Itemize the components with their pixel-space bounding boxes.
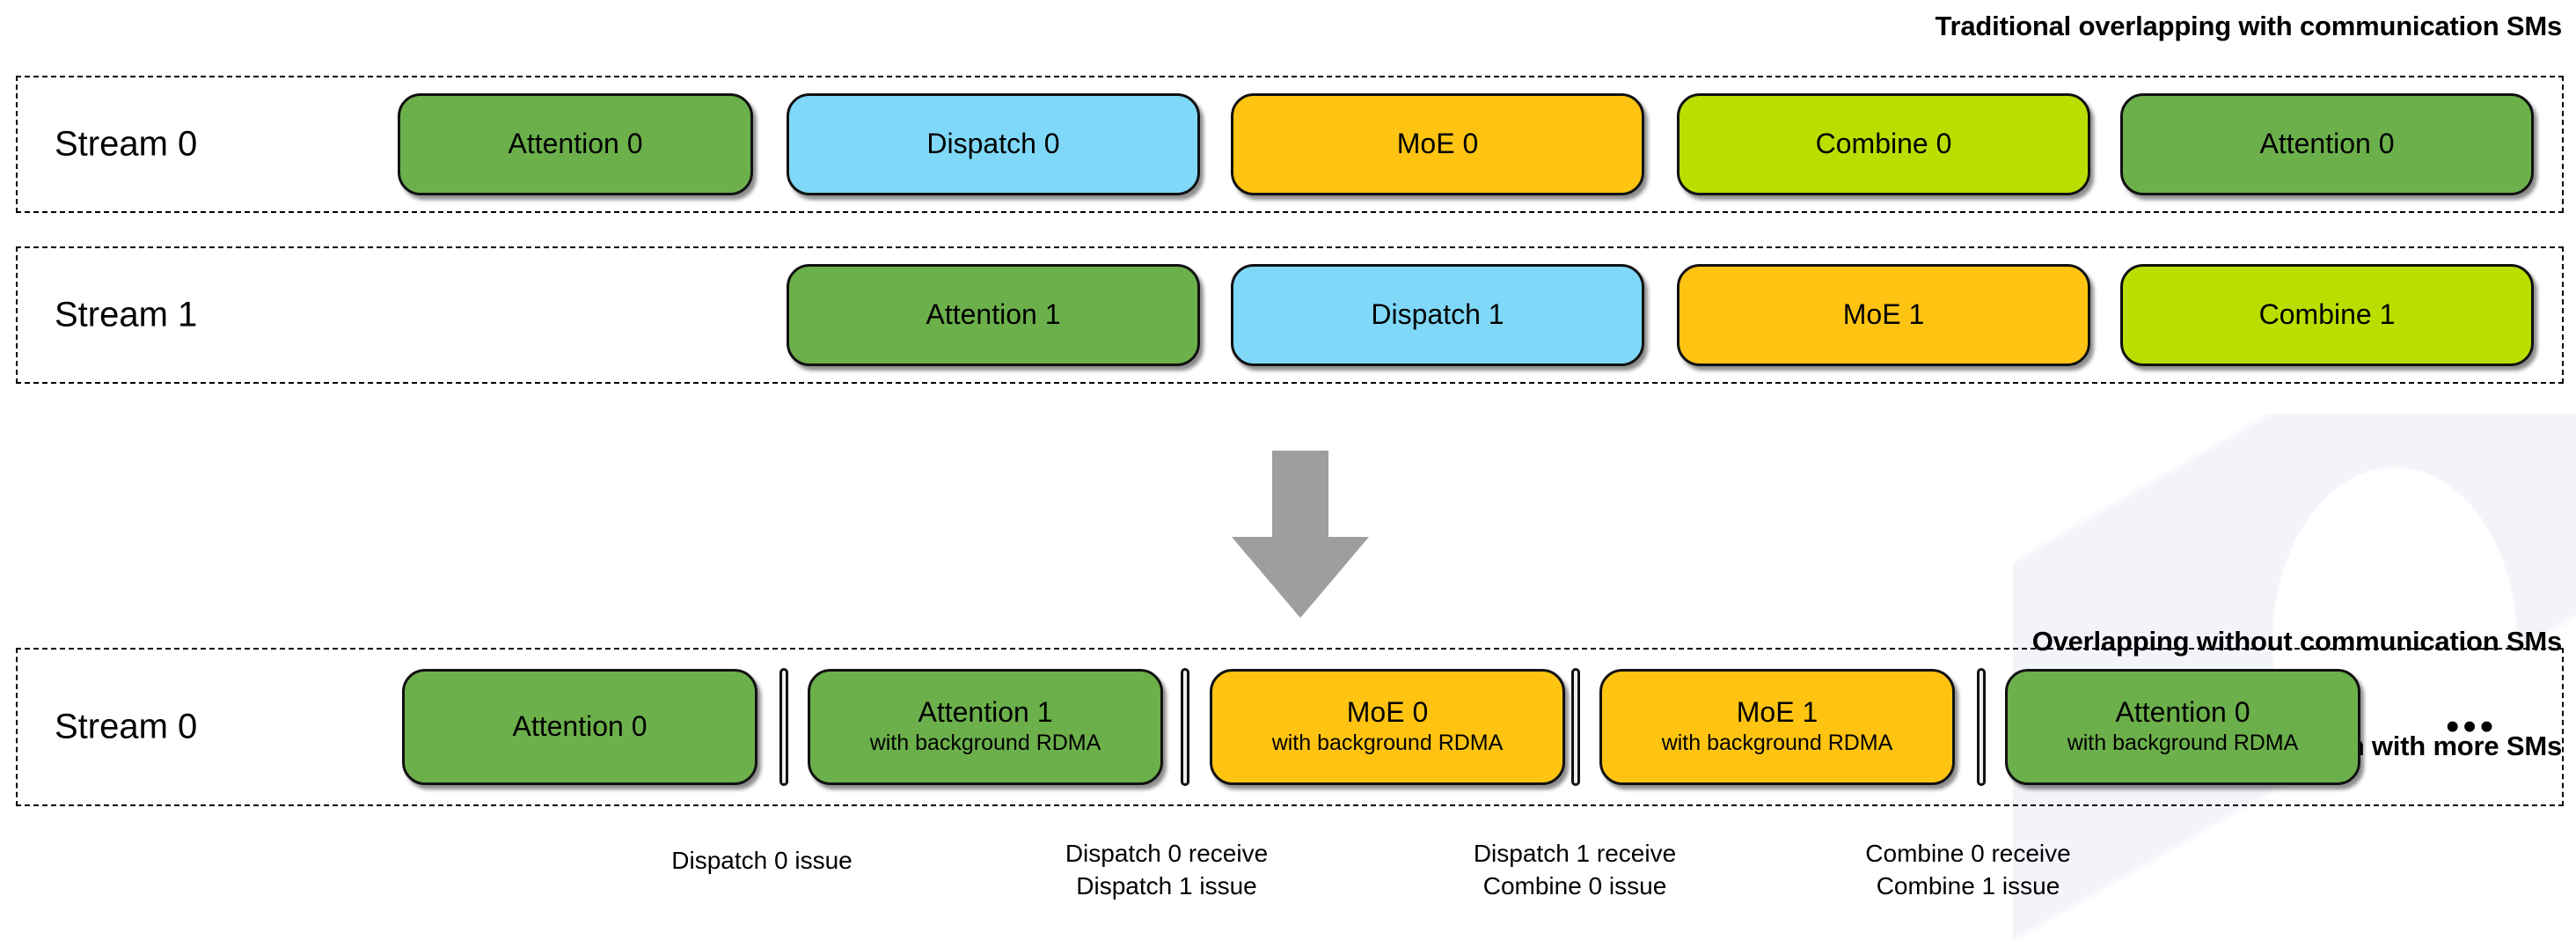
lane-stream-0-optimized: Stream 0 Attention 0 Attention 1 with back…	[16, 648, 2564, 806]
track-stream-0-optimized: Attention 0 Attention 1 with background RD…	[18, 650, 2562, 804]
block-separator	[1571, 668, 1580, 786]
timeline-note: Dispatch 0 receive Dispatch 1 issue	[1065, 840, 1269, 900]
lane-label-stream-0-traditional: Stream 0	[55, 124, 198, 164]
track-stream-1-traditional: Attention 1 Dispatch 1 MoE 1 Combine 1	[18, 248, 2562, 382]
block-moe-0[interactable]: MoE 0	[1231, 93, 1644, 195]
block-title: Attention 0	[512, 710, 648, 743]
block-separator	[1181, 668, 1189, 786]
block-title: MoE 0	[1346, 695, 1429, 728]
block-title: Attention 0	[2259, 128, 2395, 160]
lane-stream-1-traditional: Stream 1 Attention 1 Dispatch 1 MoE 1 Combi…	[16, 246, 2564, 384]
block-title: Attention 1	[926, 298, 1061, 331]
block-title: MoE 1	[1842, 298, 1925, 331]
lane-label-stream-1-traditional: Stream 1	[55, 295, 198, 334]
block-subtitle: with background RDMA	[1661, 731, 1893, 756]
block-moe-1[interactable]: MoE 1	[1677, 264, 2090, 366]
block-title: Attention 1	[918, 695, 1053, 728]
block-title: Dispatch 1	[1371, 298, 1504, 331]
block-subtitle: with background RDMA	[2067, 731, 2299, 756]
lane-stream-0-traditional: Stream 0 Attention 0 Dispatch 0 MoE 0 Combi…	[16, 76, 2564, 213]
block-separator	[1977, 668, 1986, 786]
block-attention-0[interactable]: Attention 0	[402, 669, 757, 785]
block-attention-0[interactable]: Attention 0	[2120, 93, 2534, 195]
block-title: Dispatch 0	[926, 128, 1060, 160]
block-combine-1[interactable]: Combine 1	[2120, 264, 2534, 366]
block-moe-1[interactable]: MoE 1 with background RDMA	[1599, 669, 1955, 785]
block-title: Combine 1	[2258, 298, 2396, 331]
block-dispatch-0[interactable]: Dispatch 0	[787, 93, 1200, 195]
caption-traditional: Traditional overlapping with communicati…	[1935, 11, 2563, 41]
block-title: MoE 1	[1736, 695, 1819, 728]
block-moe-0[interactable]: MoE 0 with background RDMA	[1210, 669, 1565, 785]
block-attention-1[interactable]: Attention 1	[787, 264, 1200, 366]
block-attention-0[interactable]: Attention 0	[398, 93, 753, 195]
lane-label-stream-0-optimized: Stream 0	[55, 707, 198, 746]
block-dispatch-1[interactable]: Dispatch 1	[1231, 264, 1644, 366]
block-attention-0[interactable]: Attention 0 with background RDMA	[2005, 669, 2360, 785]
block-title: Attention 0	[508, 128, 643, 160]
timeline-note: Dispatch 0 issue	[671, 847, 853, 874]
track-stream-0-traditional: Attention 0 Dispatch 0 MoE 0 Combine 0 Atten…	[18, 77, 2562, 211]
block-separator	[779, 668, 788, 786]
block-attention-1[interactable]: Attention 1 with background RDMA	[808, 669, 1163, 785]
block-title: Attention 0	[2115, 695, 2250, 728]
block-title: MoE 0	[1396, 128, 1479, 160]
block-subtitle: with background RDMA	[1271, 731, 1504, 756]
block-combine-0[interactable]: Combine 0	[1677, 93, 2090, 195]
timeline-note: Combine 0 receive Combine 1 issue	[1865, 840, 2071, 900]
block-subtitle: with background RDMA	[869, 731, 1101, 756]
continuation-ellipsis: •••	[2446, 705, 2498, 748]
caption-optimized-line1: Overlapping without communication SMs	[2031, 626, 2563, 657]
timeline-note: Dispatch 1 receive Combine 0 issue	[1473, 840, 1677, 900]
block-title: Combine 0	[1815, 128, 1952, 160]
down-arrow-icon	[1232, 451, 1369, 618]
